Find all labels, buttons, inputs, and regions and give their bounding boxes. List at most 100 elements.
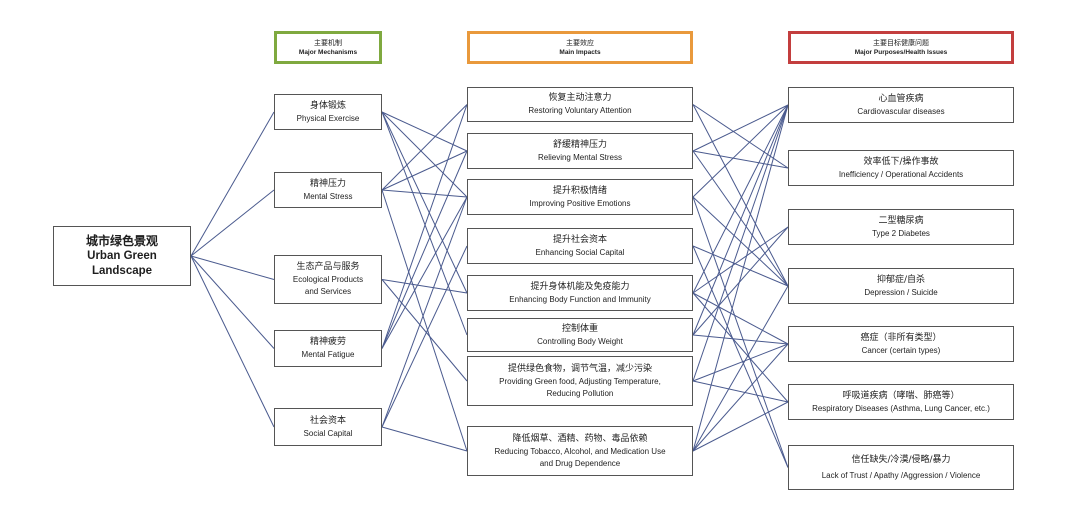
node-label-zh: 抑郁症/自杀 <box>876 274 926 285</box>
health-lack-of-trust-violence: 信任缺失/冷漠/侵略/暴力 Lack of Trust / Apathy /Ag… <box>788 445 1014 490</box>
edge-mechanism-1-to-impact-1 <box>381 150 468 191</box>
impact-relieving-mental-stress: 舒缓精神压力 Relieving Mental Stress <box>467 133 693 169</box>
edge-impact-7-to-health-5 <box>692 401 789 452</box>
edge-root-to-mechanism-2 <box>190 255 275 280</box>
node-label-en: Restoring Voluntary Attention <box>528 106 632 115</box>
edge-impact-6-to-health-0 <box>692 104 789 382</box>
edge-impact-7-to-health-3 <box>692 285 789 452</box>
edge-mechanism-2-to-impact-6 <box>381 279 468 382</box>
node-label-en: Relieving Mental Stress <box>537 152 623 162</box>
edge-impact-4-to-health-5 <box>692 292 789 403</box>
node-label-en: Social Capital <box>303 428 353 438</box>
node-label-en: Cardiovascular diseases <box>857 106 945 116</box>
node-label-zh: 提升积极情绪 <box>552 185 607 196</box>
edge-mechanism-3-to-impact-0 <box>381 104 468 349</box>
edge-impact-4-to-health-4 <box>692 292 789 345</box>
edge-mechanism-0-to-impact-4 <box>381 111 468 294</box>
edge-impact-6-to-health-5 <box>692 380 789 403</box>
edge-impact-5-to-health-0 <box>692 104 789 336</box>
mechanism-mental-stress: 精神压力 Mental Stress <box>274 172 382 208</box>
edge-impact-1-to-health-0 <box>692 104 789 152</box>
node-label-en: Inefficiency / Operational Accidents <box>838 169 964 179</box>
node-label-zh: 城市绿色景观 <box>85 234 158 248</box>
impact-providing-green-food: 提供绿色食物，调节气温，减少污染 Providing Green food, A… <box>467 356 693 406</box>
edge-impact-6-to-health-4 <box>692 343 789 382</box>
node-label-en: Respiratory Diseases (Asthma, Lung Cance… <box>812 403 990 413</box>
node-label-zh: 精神压力 <box>309 178 346 189</box>
edge-impact-3-to-health-6 <box>692 245 789 468</box>
node-label-en: and Services <box>304 287 352 296</box>
edge-mechanism-4-to-impact-2 <box>381 196 468 428</box>
edge-impact-5-to-health-2 <box>692 226 789 336</box>
node-label-zh: 恢复主动注意力 <box>548 93 612 103</box>
impact-reducing-substance-dependence: 降低烟草、酒精、药物、毒品依赖 Reducing Tobacco, Alcoho… <box>467 426 693 476</box>
edge-impact-7-to-health-0 <box>692 104 789 452</box>
impact-controlling-body-weight: 控制体重 Controlling Body Weight <box>467 318 693 352</box>
node-label-zh: 社会资本 <box>309 415 346 426</box>
header-label-zh: 主要效应 <box>566 39 594 47</box>
node-label-zh: 降低烟草、酒精、药物、毒品依赖 <box>512 433 648 444</box>
node-label-en: Urban Green <box>87 250 157 262</box>
header-major-mechanisms: 主要机制 Major Mechanisms <box>274 31 382 64</box>
header-label-zh: 主要目标健康问题 <box>873 39 929 47</box>
edge-root-to-mechanism-4 <box>190 255 275 428</box>
node-label-zh: 效率低下/操作事故 <box>863 156 939 167</box>
header-health-issues: 主要目标健康问题 Major Purposes/Health Issues <box>788 31 1014 64</box>
node-label-en: Reducing Pollution <box>546 388 614 398</box>
node-label-zh: 信任缺失/冷漠/侵略/暴力 <box>851 454 951 465</box>
node-label-en: Improving Positive Emotions <box>529 198 631 208</box>
node-label-en: Reducing Tobacco, Alcohol, and Medicatio… <box>494 446 666 456</box>
edge-impact-2-to-health-6 <box>692 196 789 468</box>
mechanism-physical-exercise: 身体锻炼 Physical Exercise <box>274 94 382 130</box>
node-label-en: Lack of Trust / Apathy /Aggression / Vio… <box>821 470 981 480</box>
health-depression-suicide: 抑郁症/自杀 Depression / Suicide <box>788 268 1014 304</box>
health-respiratory-diseases: 呼吸道疾病（哮喘、肺癌等） Respiratory Diseases (Asth… <box>788 384 1014 420</box>
node-label-zh: 提升身体机能及免疫能力 <box>530 281 630 292</box>
edge-impact-3-to-health-3 <box>692 245 789 287</box>
edge-impact-2-to-health-0 <box>692 104 789 198</box>
edge-impact-7-to-health-4 <box>692 343 789 452</box>
node-label-en: Depression / Suicide <box>864 287 938 297</box>
node-label-zh: 舒缓精神压力 <box>552 139 607 150</box>
mechanism-social-capital: 社会资本 Social Capital <box>274 408 382 446</box>
node-label-en: Controlling Body Weight <box>537 336 623 346</box>
edge-mechanism-1-to-impact-0 <box>381 104 468 191</box>
edge-impact-1-to-health-1 <box>692 150 789 169</box>
node-label-en: Ecological Products <box>292 275 364 284</box>
edge-impact-4-to-health-0 <box>692 104 789 294</box>
node-label-en: Mental Stress <box>303 191 353 201</box>
node-label-zh: 癌症（非所有类型） <box>860 332 942 343</box>
node-label-zh: 心血管疾病 <box>878 93 924 104</box>
node-label-zh: 精神疲劳 <box>309 337 346 347</box>
impact-enhancing-body-function: 提升身体机能及免疫能力 Enhancing Body Function and … <box>467 275 693 311</box>
edge-impact-4-to-health-2 <box>692 226 789 294</box>
header-label-en: Major Purposes/Health Issues <box>854 49 948 56</box>
node-label-zh: 控制体重 <box>561 323 598 334</box>
node-label-zh: 呼吸道疾病（哮喘、肺癌等） <box>842 390 960 401</box>
edge-impact-0-to-health-1 <box>692 104 789 169</box>
edge-mechanism-1-to-impact-7 <box>381 189 468 452</box>
header-label-zh: 主要机制 <box>314 39 342 47</box>
edge-mechanism-2-to-impact-4 <box>381 279 468 294</box>
header-main-impacts: 主要效应 Main Impacts <box>467 31 693 64</box>
node-label-en: Cancer (certain types) <box>861 345 941 355</box>
edge-mechanism-0-to-impact-5 <box>381 111 468 336</box>
node-label-en: Landscape <box>91 265 153 277</box>
header-label-en: Main Impacts <box>559 49 601 56</box>
impact-enhancing-social-capital: 提升社会资本 Enhancing Social Capital <box>467 228 693 264</box>
node-label-en: Physical Exercise <box>296 113 360 123</box>
mechanism-mental-fatigue: 精神疲劳 Mental Fatigue <box>274 330 382 367</box>
node-label-en: Type 2 Diabetes <box>872 228 930 238</box>
edge-mechanism-4-to-impact-7 <box>381 426 468 452</box>
node-label-zh: 生态产品与服务 <box>296 262 360 272</box>
node-label-zh: 身体锻炼 <box>309 100 346 111</box>
impact-improving-positive-emotions: 提升积极情绪 Improving Positive Emotions <box>467 179 693 215</box>
health-type-2-diabetes: 二型糖尿病 Type 2 Diabetes <box>788 209 1014 245</box>
node-label-en: Providing Green food, Adjusting Temperat… <box>499 376 661 386</box>
edge-root-to-mechanism-1 <box>190 189 275 257</box>
edge-mechanism-1-to-impact-2 <box>381 189 468 198</box>
impact-restoring-voluntary-attention: 恢复主动注意力 Restoring Voluntary Attention <box>467 87 693 122</box>
node-label-zh: 二型糖尿病 <box>878 215 924 226</box>
